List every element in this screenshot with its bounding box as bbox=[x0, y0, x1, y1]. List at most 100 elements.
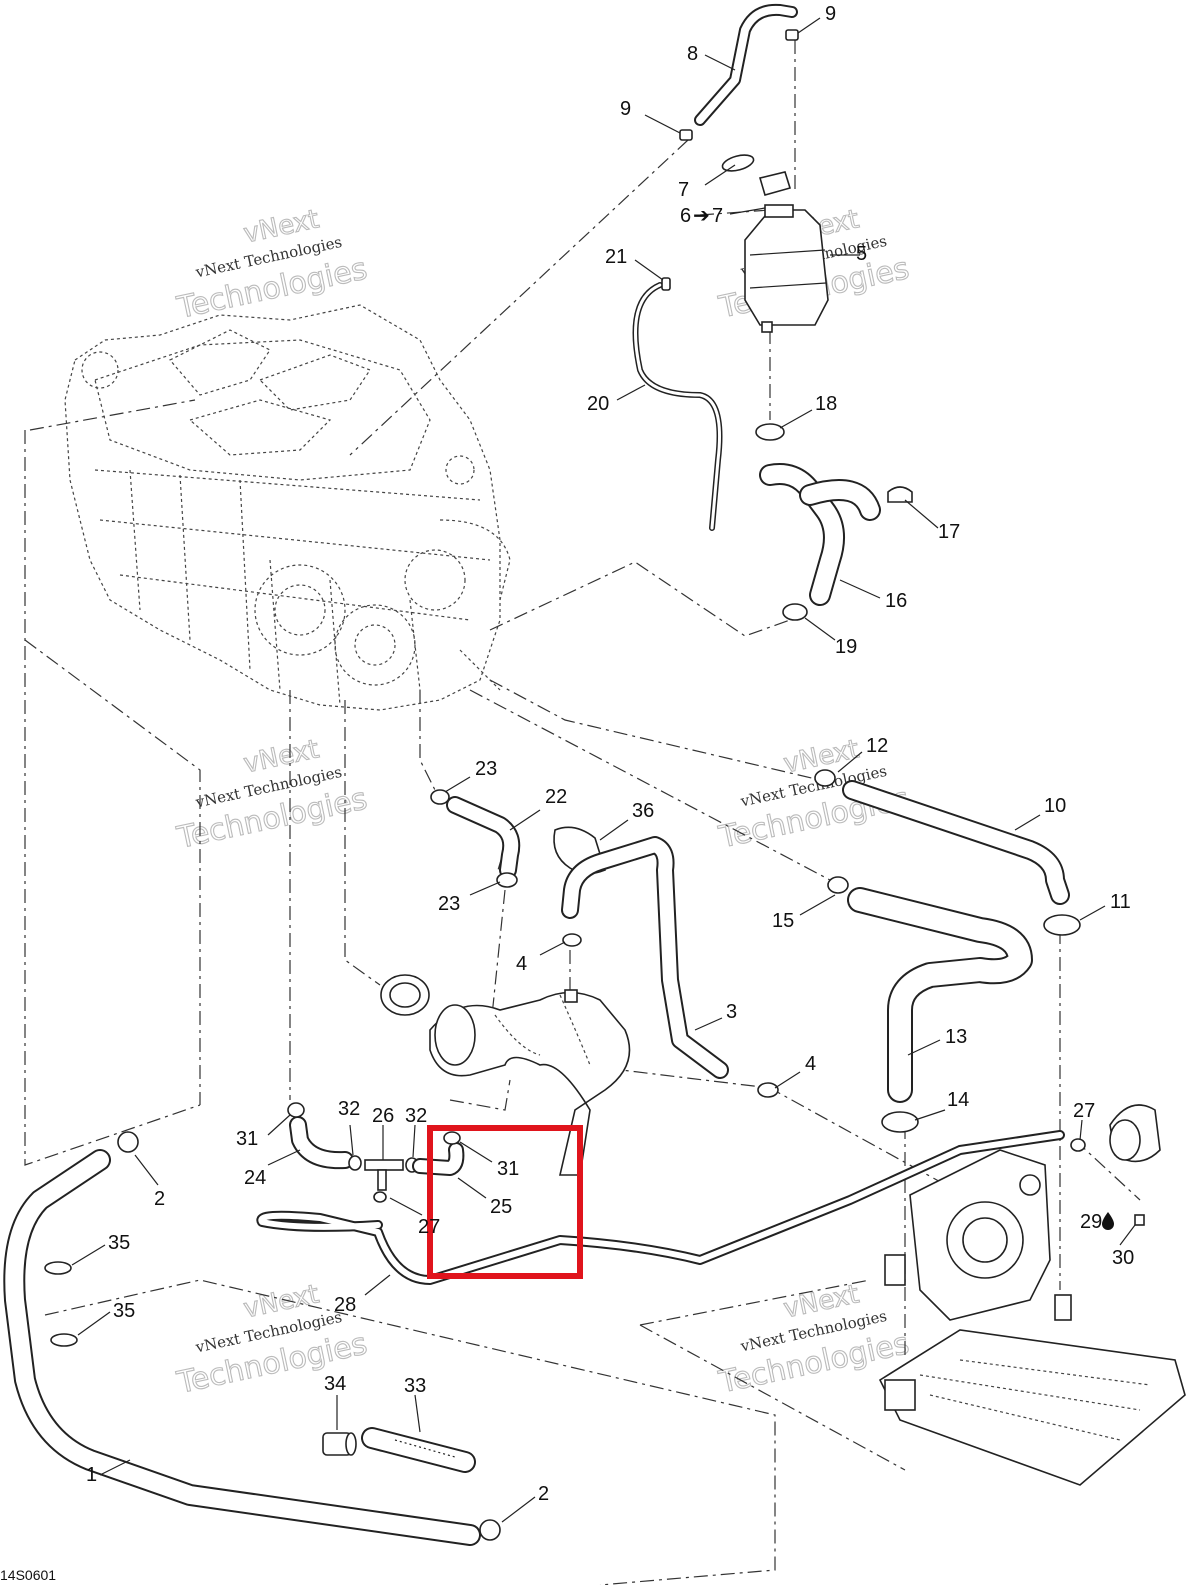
clamp-17 bbox=[887, 486, 913, 503]
clamp-27-right bbox=[1070, 1138, 1086, 1152]
label-part-6-to-7: 7 bbox=[712, 205, 723, 227]
label-part-22: 22 bbox=[545, 786, 567, 808]
label-part-26: 26 bbox=[372, 1105, 394, 1127]
label-part-35-upper: 35 bbox=[108, 1232, 130, 1254]
label-part-9-top: 9 bbox=[825, 3, 836, 25]
watermark-mid-left: vNext vNext Technologies Technologies bbox=[173, 734, 371, 857]
label-part-32-left: 32 bbox=[338, 1098, 360, 1120]
nozzle-fitting bbox=[1109, 1104, 1161, 1163]
label-part-33: 33 bbox=[404, 1375, 426, 1397]
label-part-36: 36 bbox=[632, 800, 654, 822]
watermark-top-left: vNext vNext Technologies Technologies bbox=[173, 204, 371, 327]
label-part-18: 18 bbox=[815, 393, 837, 415]
clamp-4-top bbox=[562, 933, 582, 947]
label-part-9-mid: 9 bbox=[620, 98, 631, 120]
leader-lines bbox=[71, 17, 1136, 1523]
clamp-9-top bbox=[785, 29, 799, 41]
label-part-11: 11 bbox=[1110, 891, 1131, 913]
label-part-8: 8 bbox=[687, 43, 698, 65]
clamp-2-top bbox=[117, 1131, 139, 1153]
clamp-12 bbox=[814, 769, 836, 787]
engine-block bbox=[64, 304, 511, 711]
label-part-35-lower: 35 bbox=[113, 1300, 135, 1322]
clamp-31-left bbox=[287, 1102, 305, 1118]
label-part-13: 13 bbox=[945, 1026, 967, 1048]
ride-plate bbox=[878, 1294, 1186, 1486]
arrow-right-icon: ➔ bbox=[693, 205, 710, 227]
clamp-23-top bbox=[430, 789, 450, 805]
tank-cap-gasket bbox=[721, 154, 755, 172]
coolant-overflow-tank bbox=[744, 204, 829, 333]
drawing-code: 14S0601 bbox=[0, 1567, 56, 1583]
drain-fitting-30 bbox=[1134, 1214, 1145, 1226]
label-part-17: 17 bbox=[938, 521, 960, 543]
label-part-16: 16 bbox=[885, 590, 907, 612]
label-part-24: 24 bbox=[244, 1167, 266, 1189]
hose-13 bbox=[847, 887, 1033, 1103]
clamp-35-upper bbox=[44, 1261, 72, 1275]
clamp-14 bbox=[881, 1111, 919, 1133]
label-part-20: 20 bbox=[587, 393, 609, 415]
label-part-30: 30 bbox=[1112, 1247, 1134, 1269]
label-part-23-top: 23 bbox=[475, 758, 497, 780]
label-part-25: 25 bbox=[490, 1196, 512, 1218]
clamp-11 bbox=[1043, 914, 1081, 936]
hose-3 bbox=[561, 836, 729, 1079]
hose-28 bbox=[256, 1130, 1065, 1285]
clamp-4-bottom bbox=[757, 1082, 779, 1098]
label-part-10: 10 bbox=[1044, 795, 1066, 817]
label-part-28: 28 bbox=[334, 1294, 356, 1316]
hose-22 bbox=[446, 796, 521, 879]
hose-8 bbox=[694, 3, 798, 126]
label-part-32-right: 32 bbox=[405, 1105, 427, 1127]
clamp-19 bbox=[782, 603, 808, 621]
clamp-18 bbox=[755, 423, 785, 441]
label-part-21: 21 bbox=[605, 246, 627, 268]
label-part-31-right: 31 bbox=[497, 1158, 519, 1180]
part-labels: 8 9 9 7 6 ➔ 7 5 21 20 18 17 16 19 12 10 … bbox=[86, 3, 1134, 1505]
hose-10 bbox=[842, 780, 1070, 905]
clamp-15 bbox=[827, 876, 849, 894]
clamp-35-lower bbox=[50, 1333, 78, 1347]
label-part-5: 5 bbox=[856, 243, 867, 265]
label-part-4-bottom: 4 bbox=[805, 1053, 816, 1075]
label-part-2-bottom: 2 bbox=[538, 1483, 549, 1505]
label-part-4-top: 4 bbox=[516, 953, 527, 975]
label-part-1: 1 bbox=[86, 1464, 97, 1486]
elbow-hose-25 bbox=[412, 1142, 465, 1176]
clamp-32-left bbox=[348, 1155, 362, 1171]
clamp-21 bbox=[661, 277, 671, 291]
intercooler-elbow bbox=[380, 974, 631, 1176]
hose-33 bbox=[361, 1427, 476, 1473]
jet-pump-housing bbox=[884, 1149, 1051, 1321]
label-part-19: 19 bbox=[835, 636, 857, 658]
hose-16 bbox=[759, 463, 881, 606]
label-part-2-top: 2 bbox=[154, 1188, 165, 1210]
label-part-27-right: 27 bbox=[1073, 1100, 1095, 1122]
clamp-31-right bbox=[443, 1131, 461, 1145]
highlight-box bbox=[427, 1125, 583, 1279]
clamp-2-bottom bbox=[479, 1519, 501, 1541]
hose-24 bbox=[289, 1116, 354, 1170]
drop-icon bbox=[1102, 1212, 1114, 1230]
clamp-9-mid bbox=[679, 129, 693, 141]
label-part-15: 15 bbox=[772, 910, 794, 932]
tee-fitting-26 bbox=[364, 1159, 404, 1191]
clamp-27-lower bbox=[373, 1191, 387, 1203]
label-part-31-left: 31 bbox=[236, 1128, 258, 1150]
label-part-6: 6 bbox=[680, 205, 691, 227]
hose-1 bbox=[3, 1149, 481, 1546]
label-part-34: 34 bbox=[324, 1373, 346, 1395]
label-part-3: 3 bbox=[726, 1001, 737, 1023]
label-part-27-lower: 27 bbox=[418, 1216, 440, 1238]
clamp-23-bottom bbox=[496, 872, 518, 888]
sleeve-34 bbox=[322, 1432, 357, 1456]
label-part-29: 29 bbox=[1080, 1211, 1102, 1233]
label-part-7: 7 bbox=[678, 179, 689, 201]
label-part-14: 14 bbox=[947, 1089, 969, 1111]
label-part-23-bottom: 23 bbox=[438, 893, 460, 915]
hose-20 bbox=[632, 282, 723, 531]
assembly-lines bbox=[24, 40, 1141, 1585]
